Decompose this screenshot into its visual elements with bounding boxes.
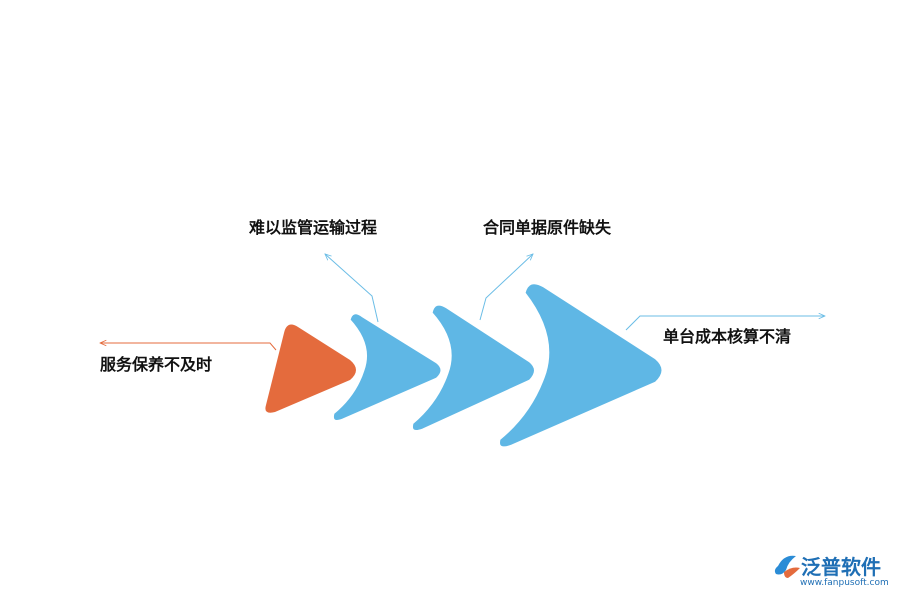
logo-url: www.fanpusoft.com <box>800 578 889 588</box>
label-transport: 难以监管运输过程 <box>248 218 377 237</box>
callout-line-cost <box>625 316 825 331</box>
blue-chevron-shape-1 <box>331 311 444 423</box>
label-cost: 单台成本核算不清 <box>663 327 791 346</box>
callout-line-contract <box>479 254 533 321</box>
blue-chevron-shape-2 <box>410 302 537 433</box>
label-service: 服务保养不及时 <box>100 355 212 374</box>
callout-line-service <box>100 343 277 351</box>
brand-logo: 泛普软件 www.fanpusoft.com <box>774 555 889 588</box>
callout-line-transport <box>325 254 379 323</box>
label-contract: 合同单据原件缺失 <box>483 218 612 237</box>
logo-mark-icon <box>774 555 800 578</box>
logo-name: 泛普软件 <box>801 555 881 579</box>
blue-chevron-shape-3 <box>497 281 665 450</box>
orange-triangle-shape <box>265 324 356 413</box>
